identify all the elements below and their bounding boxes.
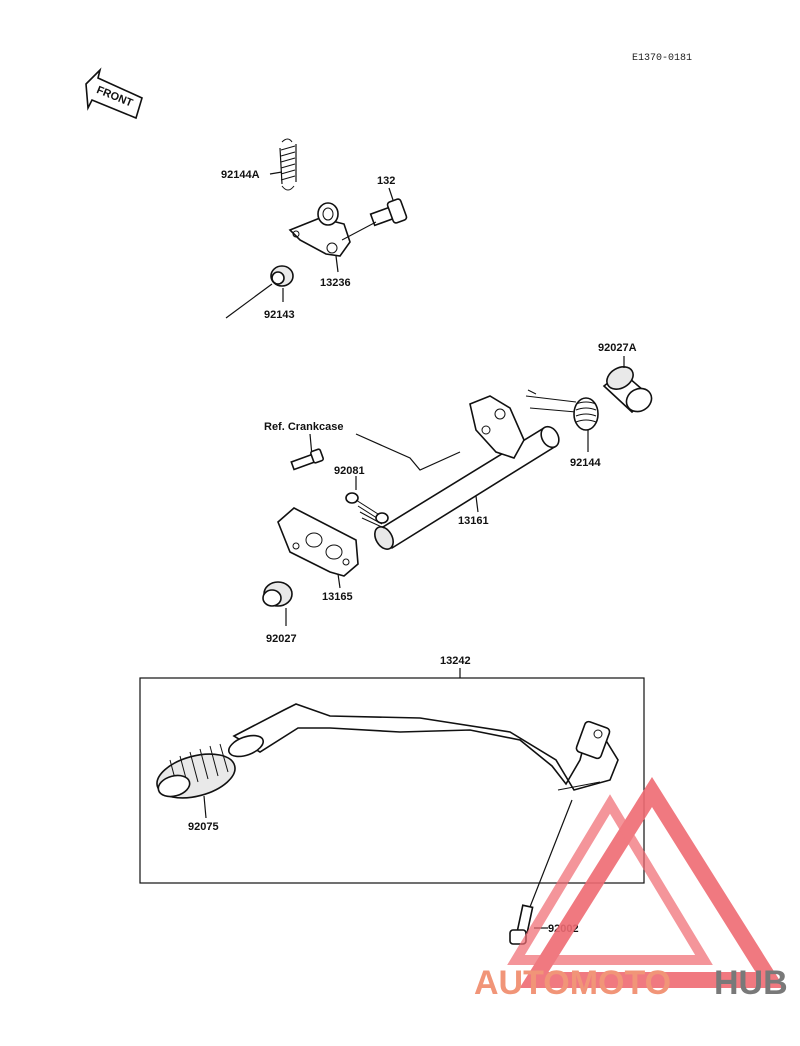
diagram-code: E1370-0181 bbox=[632, 53, 692, 64]
plate-13165 bbox=[277, 507, 359, 577]
label-92143: 92143 bbox=[264, 309, 295, 321]
label-92144: 92144 bbox=[570, 457, 601, 469]
label-13161: 13161 bbox=[458, 515, 489, 527]
label-13165: 13165 bbox=[322, 591, 353, 603]
washer-92027 bbox=[262, 581, 293, 607]
label-92027a: 92027A bbox=[598, 342, 637, 354]
label-92075: 92075 bbox=[188, 821, 219, 833]
label-13242: 13242 bbox=[440, 655, 471, 667]
label-92081: 92081 bbox=[334, 465, 365, 477]
bolt-132 bbox=[369, 198, 408, 227]
watermark-triangle-icon bbox=[519, 776, 785, 988]
automotohub-watermark: AUTOMOTO HUB bbox=[474, 776, 788, 1002]
shift-pedal-13242 bbox=[228, 703, 619, 791]
label-13236: 13236 bbox=[320, 277, 351, 289]
washer-92143 bbox=[270, 265, 294, 287]
spring-92144 bbox=[525, 389, 599, 431]
spring-92144a bbox=[279, 138, 297, 191]
pedal-rubber-92075 bbox=[156, 743, 236, 799]
watermark-text-automoto: AUTOMOTO bbox=[474, 964, 671, 1002]
ref-crankcase-label: Ref. Crankcase bbox=[264, 421, 344, 433]
plate-13236 bbox=[288, 202, 351, 257]
label-92027: 92027 bbox=[266, 633, 297, 645]
watermark-text-hub: HUB bbox=[714, 964, 788, 1002]
label-92144a: 92144A bbox=[221, 169, 260, 181]
pin-ref-crankcase bbox=[290, 448, 324, 471]
collar-92027a bbox=[602, 366, 653, 414]
label-132: 132 bbox=[377, 175, 395, 187]
spring-92081 bbox=[345, 492, 389, 529]
shaft-13161 bbox=[374, 395, 560, 550]
front-arrow-icon: FRONT bbox=[85, 67, 143, 120]
assembly-frame bbox=[139, 677, 645, 884]
